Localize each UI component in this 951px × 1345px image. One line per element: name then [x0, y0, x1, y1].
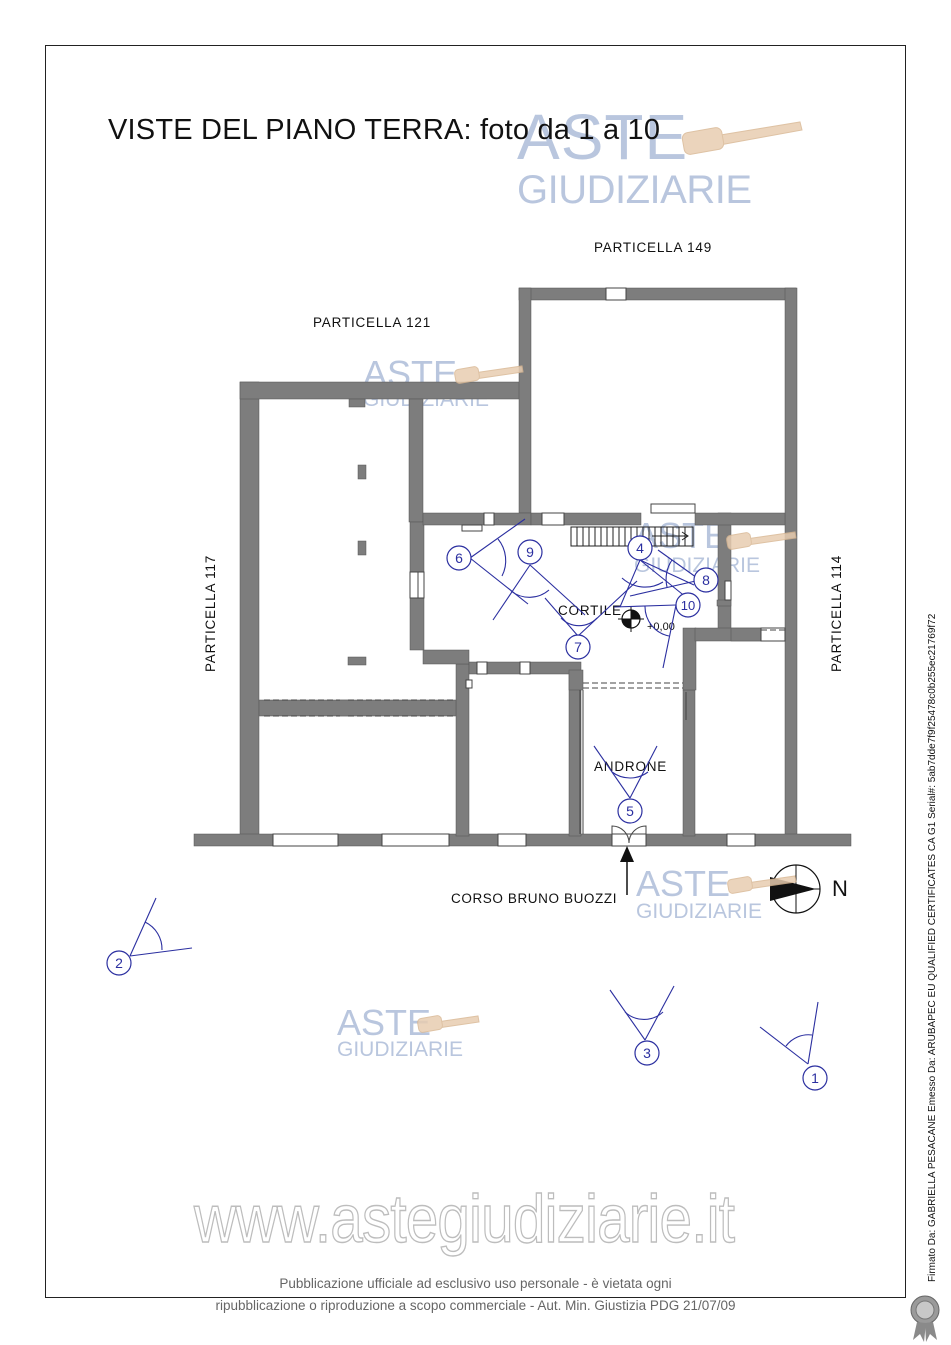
watermark-url: www.astegiudiziarie.it	[193, 1180, 735, 1257]
footer-line-1: Pubblicazione ufficiale ad esclusivo uso…	[279, 1276, 672, 1291]
photo-point-8	[693, 567, 719, 593]
photo-label-10: 10	[681, 598, 695, 613]
photo-point-6	[446, 545, 472, 571]
page-title: VISTE DEL PIANO TERRA: foto da 1 a 10	[108, 114, 661, 146]
elevation-label: +0,00	[647, 621, 675, 633]
photo-point-3	[634, 1040, 660, 1066]
photo-point-7	[565, 634, 591, 660]
parcel-149-label: PARTICELLA 149	[594, 240, 713, 255]
photo-point-9	[517, 539, 543, 565]
entrance-arrow	[620, 846, 634, 895]
north-label: N	[832, 876, 848, 901]
photo-label-7: 7	[574, 639, 582, 655]
photo-label-3: 3	[643, 1045, 651, 1061]
photo-label-9: 9	[526, 544, 534, 560]
room-cortile-label: CORTILE	[558, 603, 622, 618]
footer-line-2: ripubblicazione o riproduzione a scopo c…	[215, 1298, 736, 1313]
door-details	[417, 524, 687, 846]
openings	[272, 287, 786, 847]
street-label: CORSO BRUNO BUOZZI	[451, 891, 618, 906]
photo-label-1: 1	[811, 1070, 819, 1086]
photo-point-1	[802, 1065, 828, 1091]
photo-point-10	[675, 592, 701, 618]
photo-label-2: 2	[115, 955, 123, 971]
drawing-frame	[45, 45, 906, 1298]
photo-point-markers	[106, 535, 828, 1091]
photo-viewpoints	[129, 518, 819, 1065]
survey-marker	[618, 606, 644, 632]
photo-label-5: 5	[626, 803, 634, 819]
dashed-lines	[264, 629, 785, 717]
photo-point-2	[106, 950, 132, 976]
photo-point-labels: 1 2 3 4 5 6 7 8 9 10	[115, 540, 819, 1086]
digital-signature: Firmato Da: GABRIELLA PESACANE Emesso Da…	[927, 613, 938, 1282]
photo-point-4	[627, 535, 653, 561]
photo-label-6: 6	[455, 550, 463, 566]
photo-label-8: 8	[702, 572, 710, 588]
parcel-121-label: PARTICELLA 121	[313, 315, 432, 330]
seal-icon	[910, 1295, 940, 1342]
photo-label-4: 4	[636, 540, 644, 556]
photo-point-5	[617, 798, 643, 824]
